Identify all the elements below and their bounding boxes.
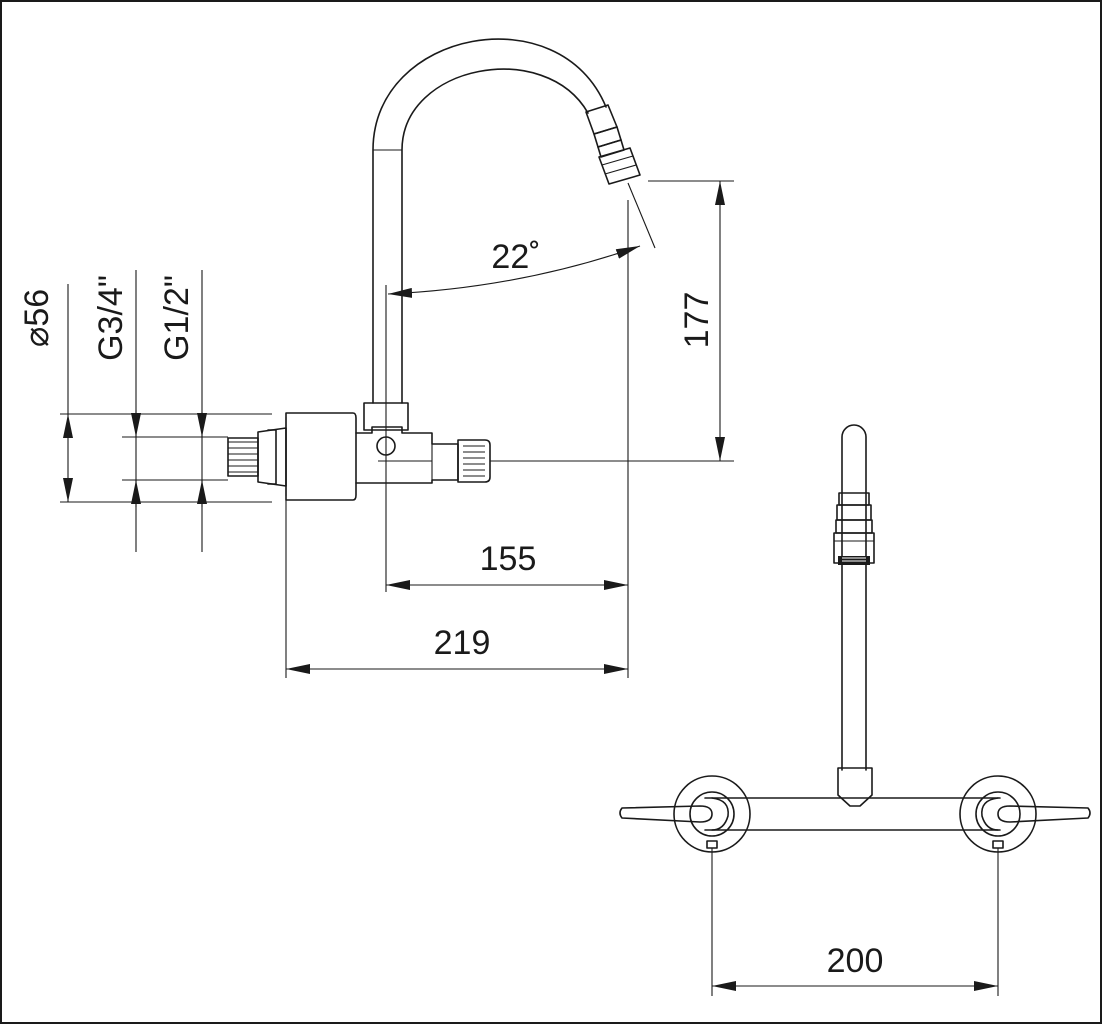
left-handle — [619, 775, 751, 853]
valve-body — [355, 402, 491, 484]
gooseneck-spout — [372, 38, 641, 404]
dimension-lines — [63, 181, 725, 674]
front-view: 200 — [619, 424, 1091, 996]
thread-g34-label: G3/4" — [92, 275, 130, 361]
front-body — [704, 767, 1001, 831]
centers-dimension: 200 — [711, 848, 999, 996]
depth-219-label: 219 — [434, 624, 491, 662]
angle-22-label: 22˚ — [491, 238, 540, 276]
centers-200-label: 200 — [827, 942, 884, 980]
diameter-56-label: ⌀56 — [18, 289, 56, 347]
right-handle — [959, 775, 1091, 853]
reach-155-label: 155 — [480, 540, 537, 578]
thread-g12-label: G1/2" — [158, 275, 196, 361]
wall-body — [227, 412, 357, 501]
side-view: ⌀56 G3/4" G1/2" 22˚ 177 155 219 — [18, 38, 734, 678]
height-177-label: 177 — [678, 292, 716, 349]
front-spout — [833, 424, 875, 771]
